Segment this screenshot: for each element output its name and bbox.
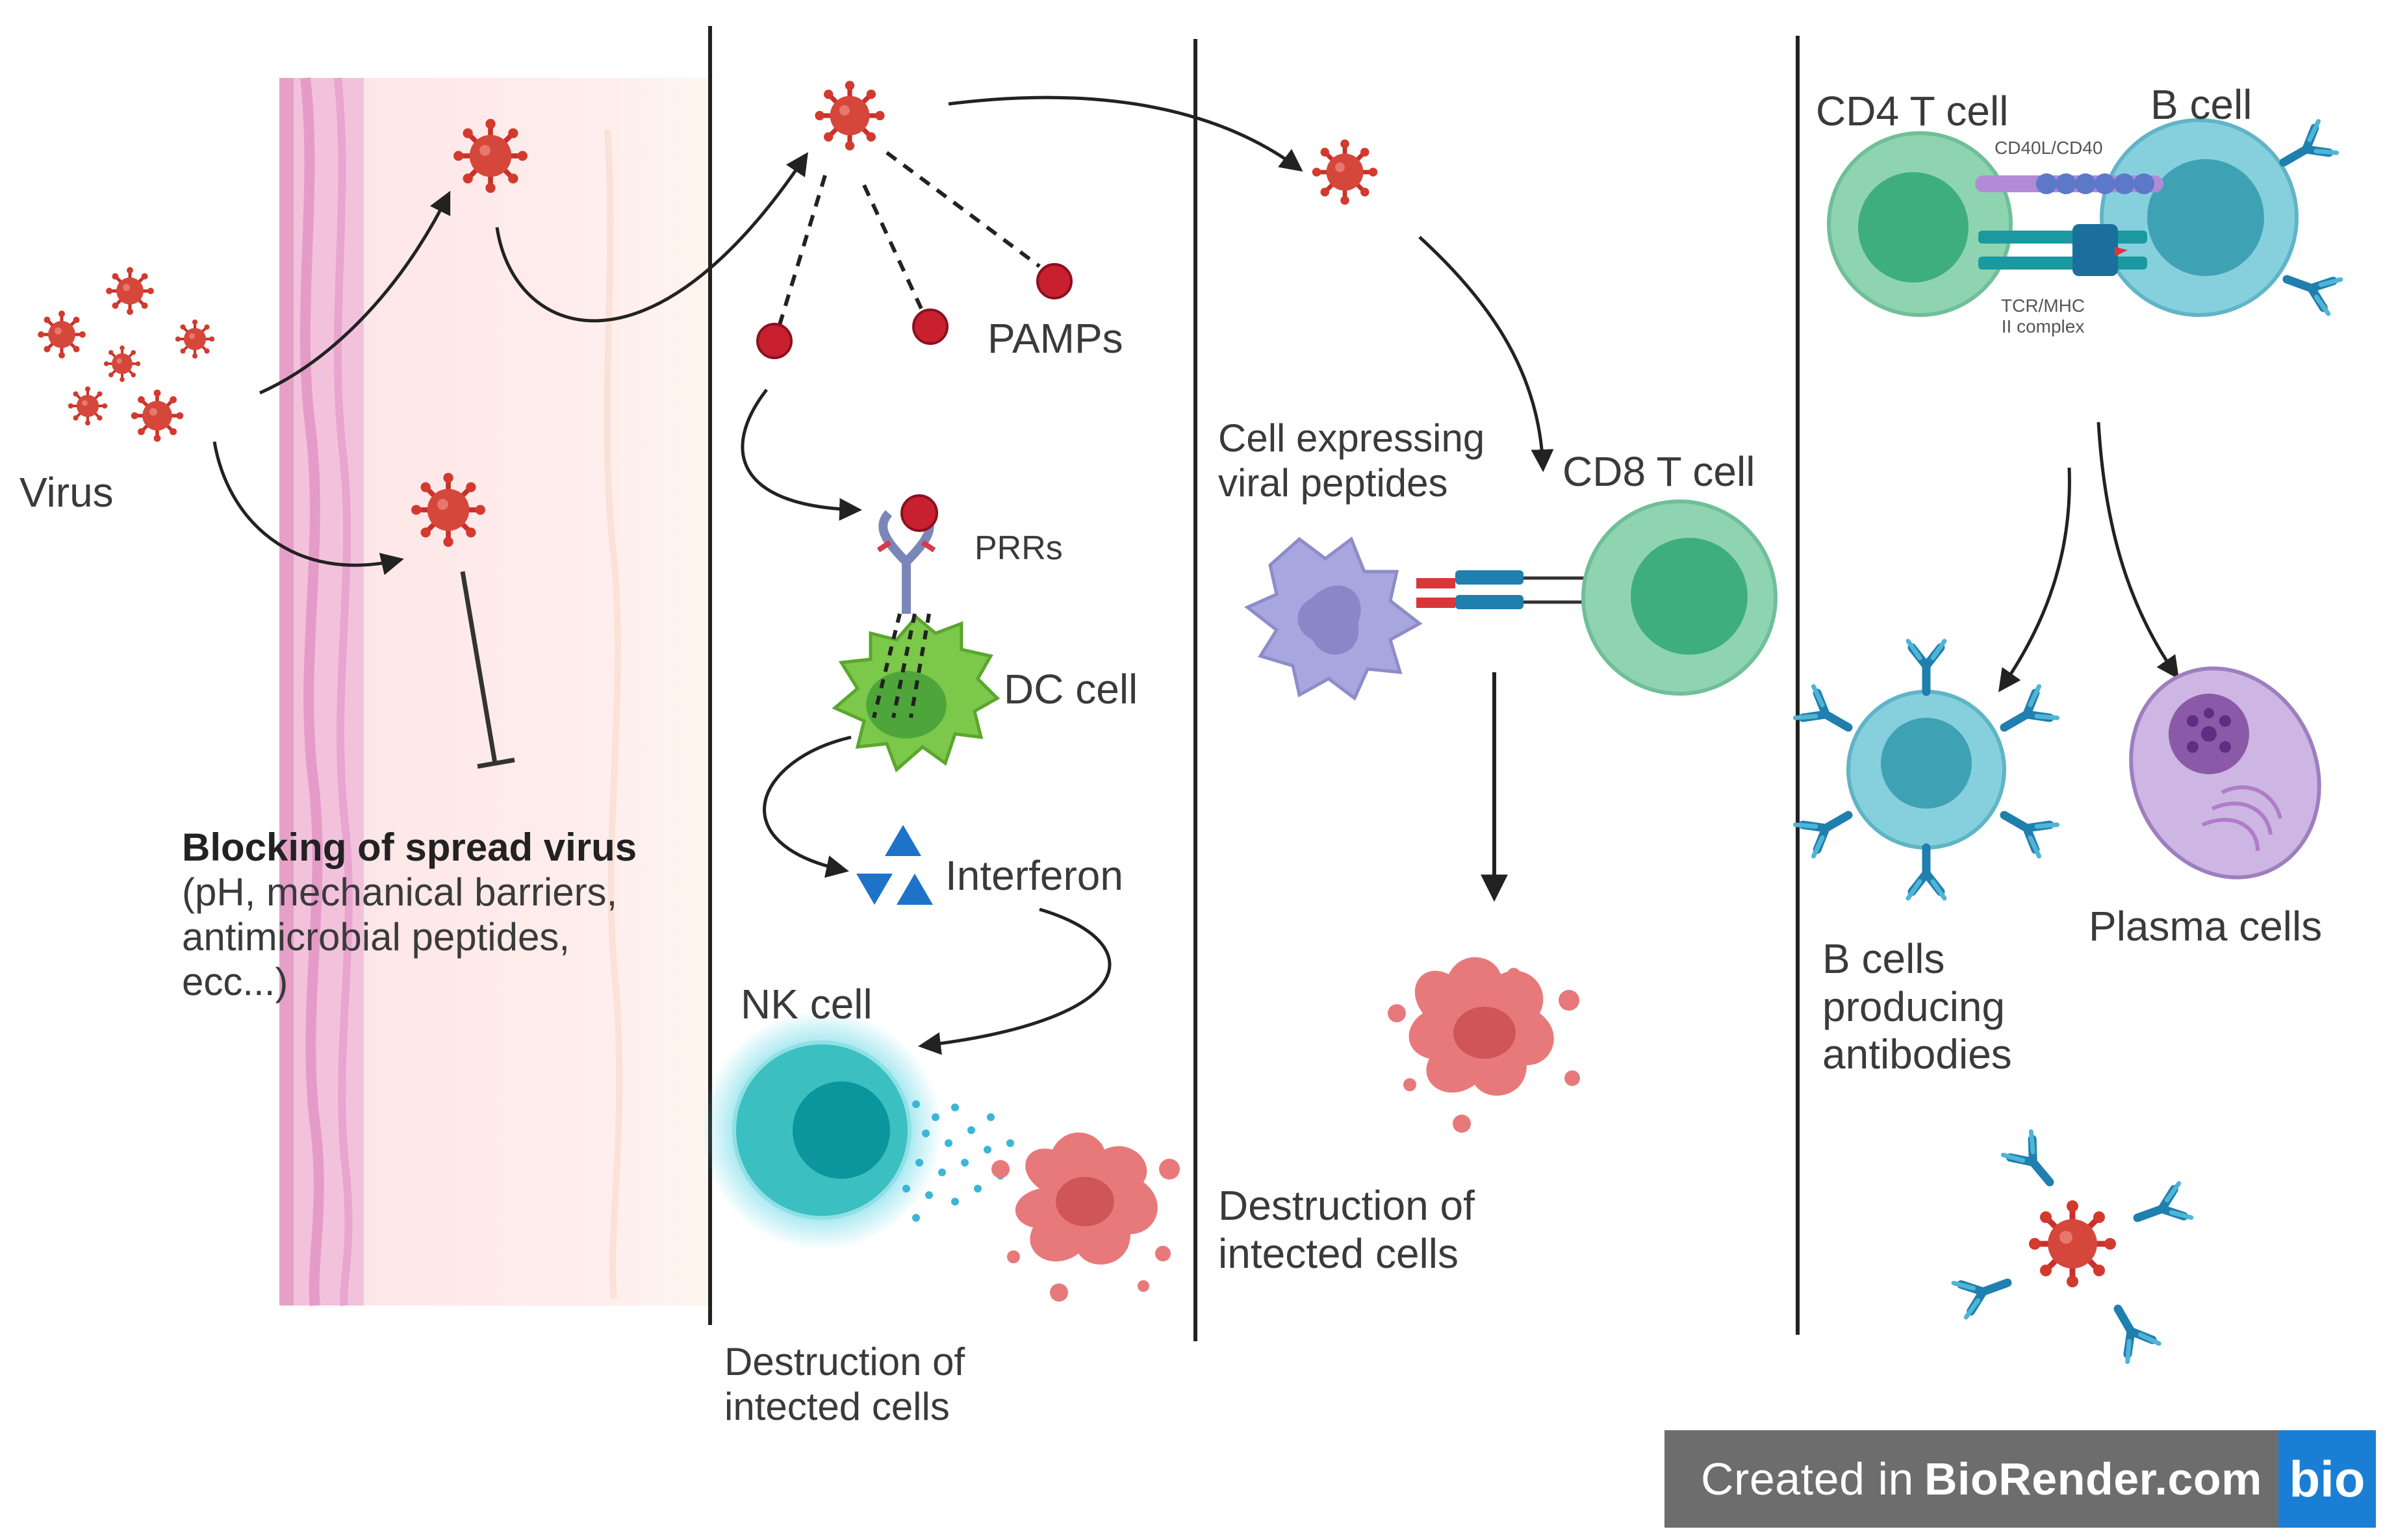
plasma-cell [2129,666,2321,879]
prrs-label: PRRs [975,529,1063,567]
cd40-label: CD40L/CD40 [1995,138,2103,158]
destruction-line: intected cells [1218,1230,1459,1277]
antigen-presenting-cell [1244,536,1423,701]
infected-cell-debris [1388,957,1580,1133]
b-cells-line: producing [1822,983,2006,1030]
b-cell-label: B cell [2150,81,2252,128]
tissue-barrier [279,77,708,1306]
blocking-caption: Blocking of spread virus (pH, mechanical… [182,825,702,1004]
signal-lines [872,613,931,718]
blocking-line: ecc...) [182,960,288,1004]
tcr-line: TCR/MHC [2001,296,2085,316]
b-cells-caption: B cells producing antibodies [1822,935,2012,1079]
expressing-line: viral peptides [1218,461,1448,505]
interferon-icon [856,825,933,905]
virus-to-panel3-arrow [948,95,1303,172]
badge-brand: BioRender.com [1924,1454,2262,1504]
spread-arrows [212,152,808,575]
tcr-caption: TCR/MHC II complex [2001,296,2085,337]
expressing-caption: Cell expressing viral peptides [1218,416,1485,505]
cd8-label: CD8 T cell [1562,448,1755,495]
plasma-cells-label: Plasma cells [2089,903,2323,950]
nk-cell [702,1010,942,1250]
virus-to-cd8-arrow [1418,236,1554,472]
tcr-line: II complex [2001,316,2085,337]
blocking-line: antimicrobial peptides, [182,915,570,959]
b-cells-line: B cells [1822,935,1945,982]
destruction-line: intected cells [724,1385,950,1428]
tcr-mhc-interaction [1416,570,1585,609]
interferon-to-nk-arrow [918,907,1112,1055]
expressing-line: Cell expressing [1218,416,1485,460]
nk-cell-label: NK cell [741,981,873,1028]
virus-cluster [38,267,214,442]
interferon-label: Interferon [945,852,1123,899]
granule-spray [902,1100,1014,1222]
cd8-destruction-caption: Destruction of intected cells [1218,1182,1475,1278]
virus-particle [815,81,884,150]
destruction-line: Destruction of [724,1340,965,1383]
virus-particle [1312,140,1378,205]
blocking-title: Blocking of spread virus [182,826,637,869]
blocking-line: (pH, mechanical barriers, [182,870,618,914]
b-cell [2100,120,2341,315]
cd40-interaction [1975,173,2163,194]
neutralized-virus [1954,1131,2191,1361]
dc-cell [832,614,1000,773]
antibody-producing-b-cell [1795,641,2057,898]
virus-label: Virus [19,469,114,516]
tcr-mhc-complex [1978,224,2147,276]
prr-receptor [876,494,938,614]
pamp-to-prr-arrow [741,388,862,521]
b-cells-line: antibodies [1822,1031,2012,1078]
cd4-t-cell [1827,131,2013,317]
badge-created-in: Created in [1701,1454,1914,1504]
pamp-molecule [756,263,1073,359]
dc-cell-label: DC cell [1004,666,1138,713]
nk-destruction-caption: Destruction of intected cells [724,1339,965,1429]
infected-cell-debris [991,1132,1180,1302]
cd8-t-cell [1581,499,1778,696]
destruction-line: Destruction of [1218,1182,1475,1229]
dc-to-interferon-arrow [763,735,852,878]
biorender-logo-icon: bio [2278,1430,2376,1528]
pamps-label: PAMPs [988,315,1123,362]
inhibition-arrow [460,571,515,769]
pamp-links [778,151,1041,325]
b-cell-differentiation-arrows [1998,422,2180,692]
cd4-label: CD4 T cell [1816,88,2009,134]
